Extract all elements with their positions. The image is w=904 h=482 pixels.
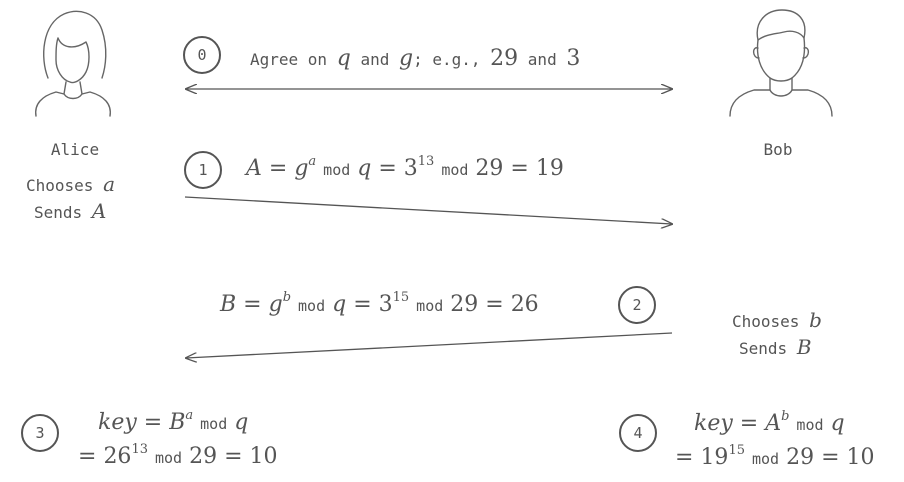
step-badge-0: 0 xyxy=(183,36,221,74)
eq1-modvar: q xyxy=(357,156,372,181)
step-badge-1: 1 xyxy=(184,151,222,189)
eq3-nbase: 26 xyxy=(103,444,132,469)
and-label-2: and xyxy=(527,50,557,69)
eq2-result: 26 xyxy=(510,292,539,317)
step-2-equation: B = gb mod q = 315 mod 29 = 26 xyxy=(220,290,539,317)
eq4-nbase: 19 xyxy=(700,445,729,470)
eq3-key: key xyxy=(98,410,137,435)
alice-sends-line: Sends A xyxy=(34,199,106,223)
eq2-modvar: q xyxy=(332,292,347,317)
alice-chooses-text: Chooses xyxy=(26,176,94,195)
alice-name: Alice xyxy=(50,140,100,159)
bob-chooses-var: b xyxy=(809,308,822,332)
eq3-modvar: q xyxy=(234,410,249,435)
eq4-key: key xyxy=(694,411,733,436)
step-0-agree-text: Agree on q and g; e.g., 29 and 3 xyxy=(250,46,580,71)
eq1-nexp: 13 xyxy=(417,154,435,169)
alice-sends-var: A xyxy=(91,199,107,223)
step-badge-3: 3 xyxy=(21,414,59,452)
arrow-alice-to-bob xyxy=(184,196,672,224)
eq1-base: g xyxy=(294,156,309,181)
eq1-mod2: mod xyxy=(441,161,469,179)
bob-chooses-text: Chooses xyxy=(732,312,800,331)
eq2-mod: mod xyxy=(298,297,326,315)
eq4-exp: b xyxy=(781,409,790,424)
bob-sends-var: B xyxy=(796,335,812,359)
eg-label: ; e.g., xyxy=(413,50,481,69)
eq3-nmod: 29 xyxy=(189,444,218,469)
step-badge-4: 4 xyxy=(619,414,657,452)
and-label: and xyxy=(360,50,390,69)
eq4-base: A xyxy=(765,411,782,436)
bob-name: Bob xyxy=(763,140,793,159)
eq1-mod: mod xyxy=(323,161,351,179)
value-g: 3 xyxy=(566,46,581,71)
eq4-mod2: mod xyxy=(751,450,780,468)
eq2-exp: b xyxy=(282,290,292,305)
var-q: q xyxy=(336,46,351,71)
bob-sends-line: Sends B xyxy=(739,335,812,359)
man-avatar-icon xyxy=(729,9,833,117)
eq3-base: B xyxy=(169,410,186,435)
bob-chooses-line: Chooses b xyxy=(732,308,822,332)
eq3-mod2: mod xyxy=(154,449,183,467)
step-1-equation: A = ga mod q = 313 mod 29 = 19 xyxy=(246,154,564,181)
eq1-result: 19 xyxy=(535,156,564,181)
alice-sends-text: Sends xyxy=(34,203,83,222)
eq4-nmod: 29 xyxy=(786,445,815,470)
eq2-base: g xyxy=(268,292,283,317)
eq3-mod: mod xyxy=(200,415,228,433)
eq4-modvar: q xyxy=(830,411,845,436)
step-3-key-line: key = Ba mod q xyxy=(98,408,249,435)
eq2-nmod: 29 xyxy=(450,292,479,317)
eq2-nexp: 15 xyxy=(392,290,410,305)
eq3-exp: a xyxy=(185,408,194,423)
step-badge-2: 2 xyxy=(618,286,656,324)
woman-avatar-icon xyxy=(35,10,111,117)
eq3-result: 10 xyxy=(249,444,278,469)
alice-chooses-var: a xyxy=(103,172,116,196)
eq1-nmod: 29 xyxy=(475,156,504,181)
eq4-result: 10 xyxy=(846,445,875,470)
eq1-lhs: A xyxy=(246,156,262,181)
bob-sends-text: Sends xyxy=(739,339,788,358)
eq3-nexp: 13 xyxy=(131,442,148,457)
step-4-value-line: = 1915 mod 29 = 10 xyxy=(675,443,875,470)
alice-chooses-line: Chooses a xyxy=(26,172,115,196)
eq2-nbase: 3 xyxy=(378,292,393,317)
eq1-nbase: 3 xyxy=(403,156,418,181)
var-g: g xyxy=(398,46,414,71)
eq2-lhs: B xyxy=(220,292,237,317)
arrow-bob-to-alice xyxy=(186,332,673,358)
eq4-nexp: 15 xyxy=(728,443,745,458)
step-4-key-line: key = Ab mod q xyxy=(694,409,845,436)
step-3-value-line: = 2613 mod 29 = 10 xyxy=(78,442,278,469)
value-q: 29 xyxy=(490,46,519,71)
eq2-mod2: mod xyxy=(416,297,444,315)
agree-label: Agree on xyxy=(250,50,328,69)
eq1-exp: a xyxy=(308,154,317,169)
eq4-mod: mod xyxy=(796,416,824,434)
